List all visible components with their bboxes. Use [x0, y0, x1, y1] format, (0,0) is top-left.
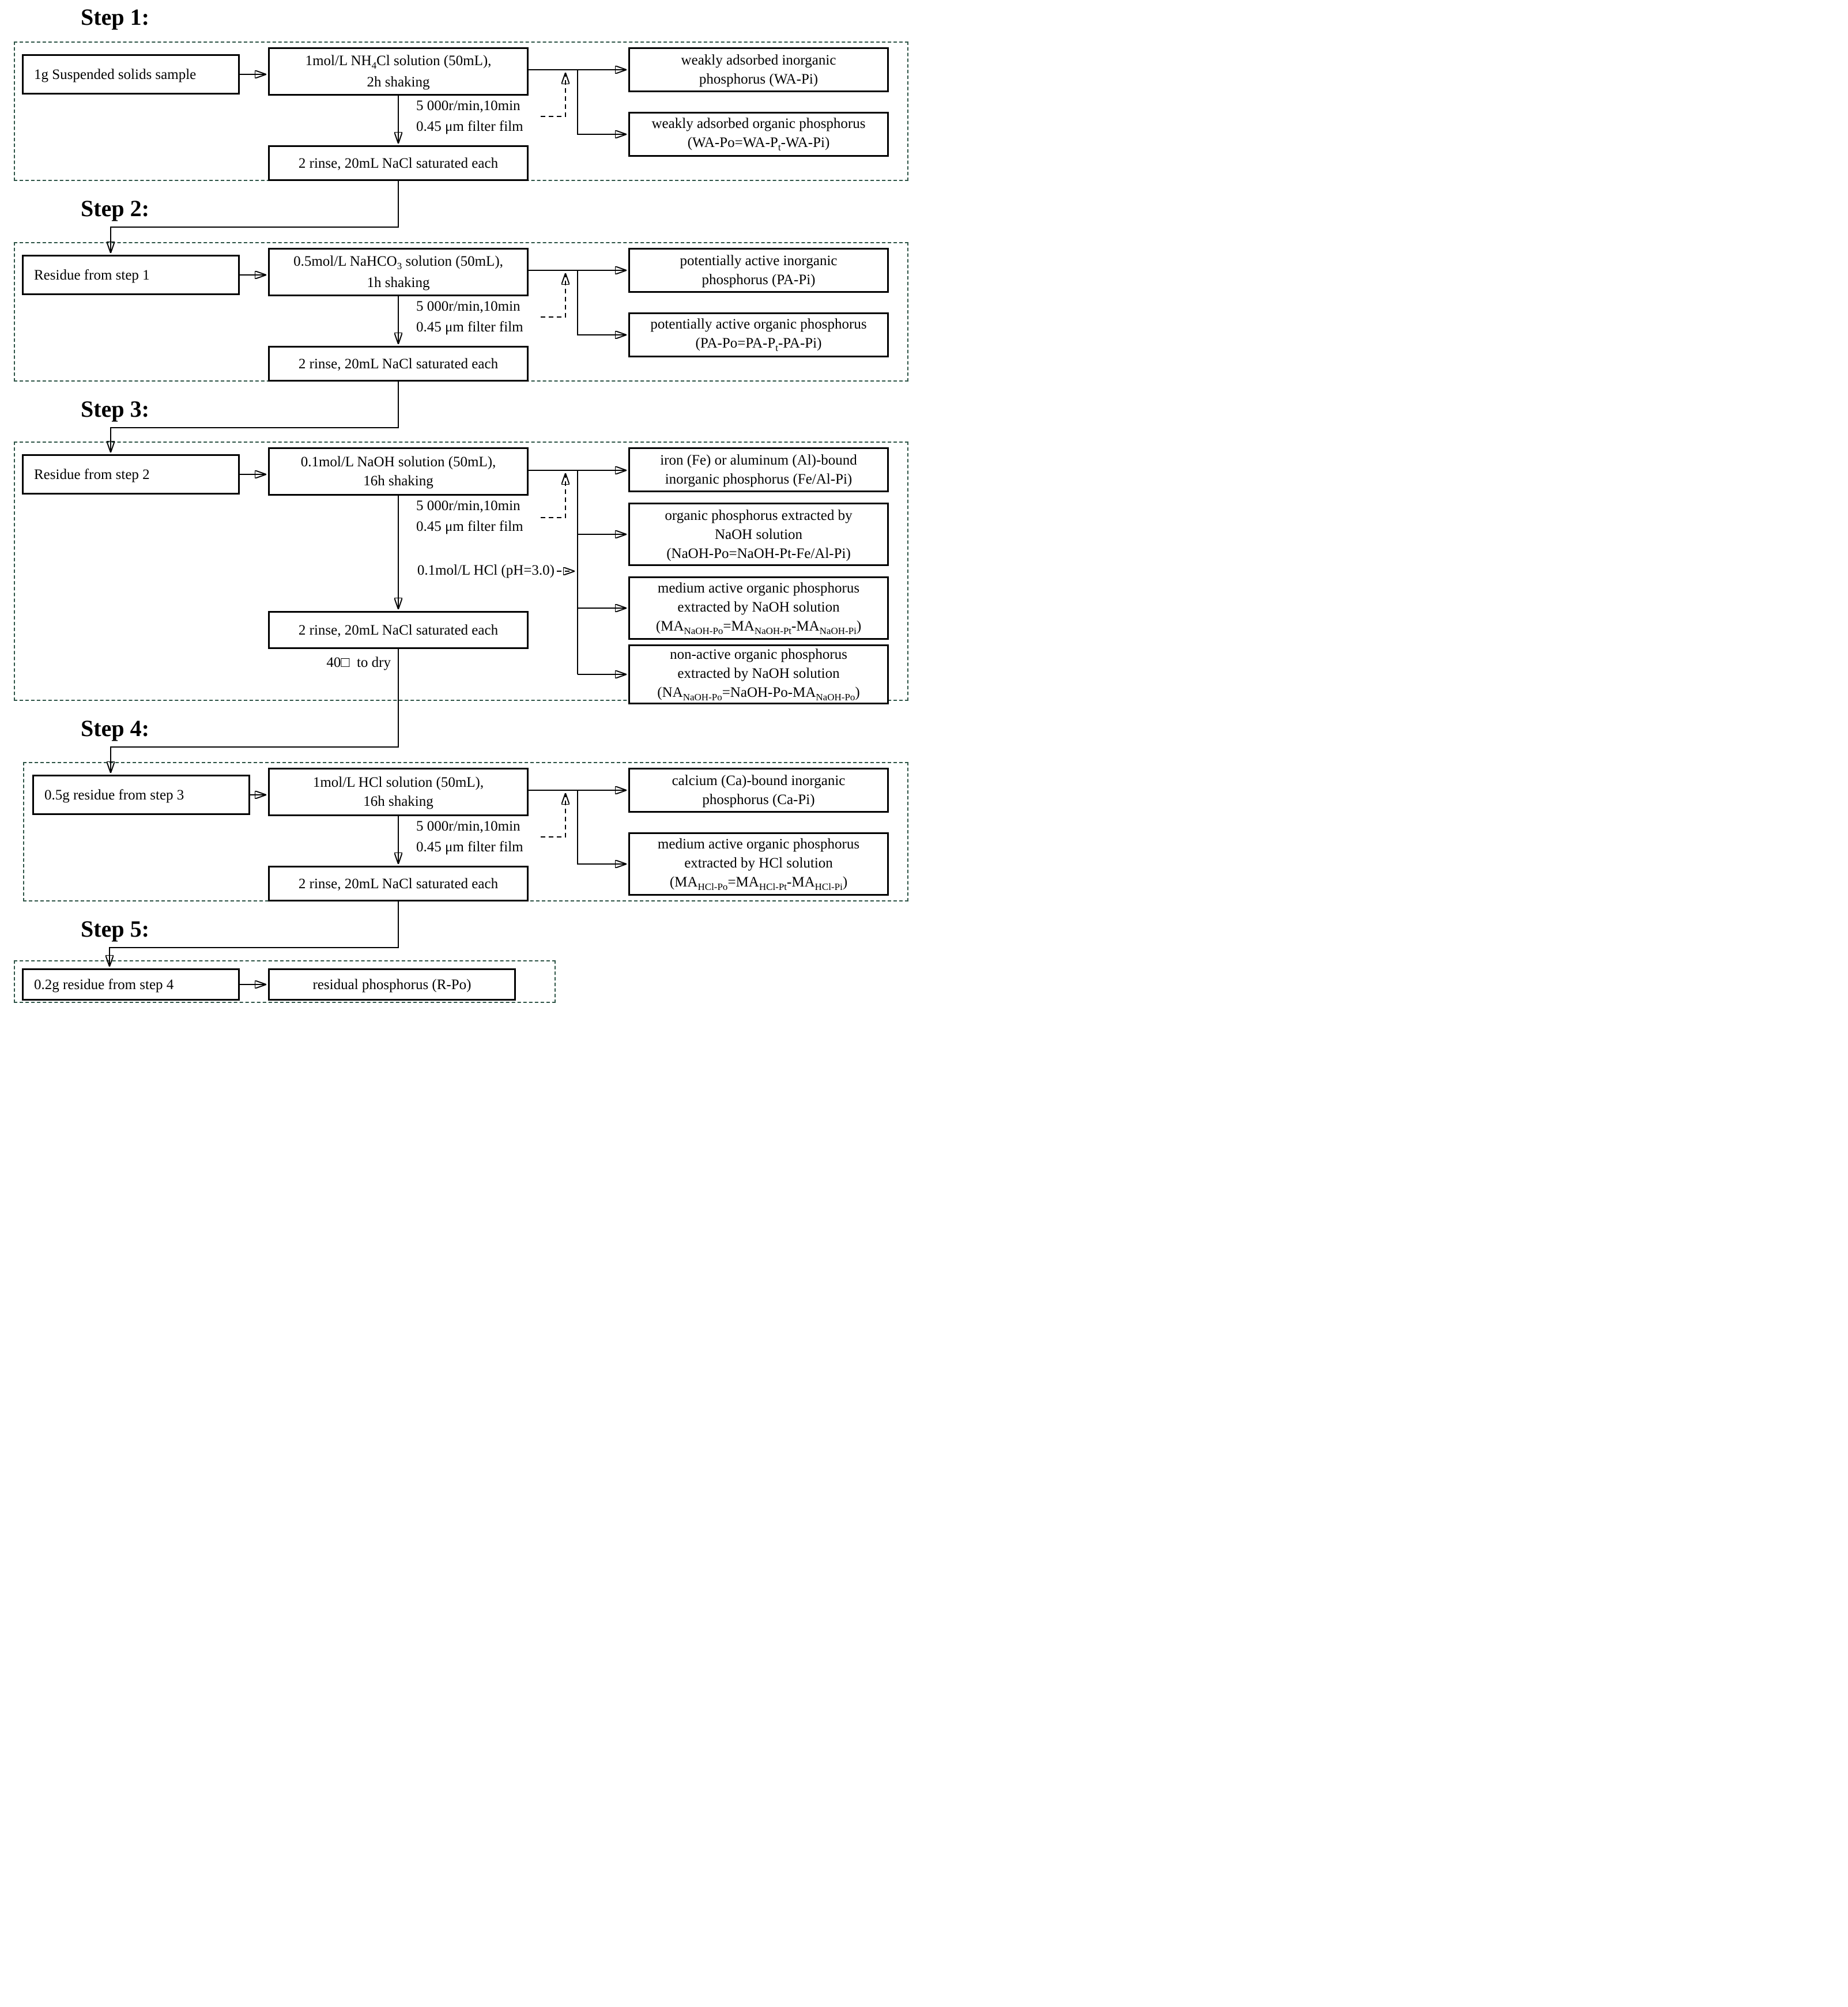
step-1-centrifuge-note-line-2: 0.45 μm filter film — [416, 119, 523, 134]
step-2-centrifuge-note-line-2: 0.45 μm filter film — [416, 319, 523, 335]
step-4-output-ca-pi-line-1: calcium (Ca)-bound inorganic — [672, 773, 846, 789]
step-3-output-na-naoh-po-line-3: (NANaOH-Po=NaOH-Po-MANaOH-Po) — [657, 684, 860, 703]
step-3-output-fe-al-pi-line-2: inorganic phosphorus (Fe/Al-Pi) — [665, 471, 853, 487]
step-1-output-wa-pi-line-2: phosphorus (WA-Pi) — [699, 71, 819, 87]
step-3-output-ma-naoh-po-line-3: (MANaOH-Po=MANaOH-Pt-MANaOH-Pi) — [655, 618, 862, 636]
step-4-output-ma-hcl-po-box: medium active organic phosphorus extract… — [628, 832, 889, 896]
step-1-output-wa-po-line-1: weakly adsorbed organic phosphorus — [651, 116, 866, 132]
step-3-output-ma-naoh-po-box: medium active organic phosphorus extract… — [628, 576, 889, 640]
step-3-solution-line-2: 16h shaking — [363, 473, 433, 489]
step-1-output-wa-po-box: weakly adsorbed organic phosphorus (WA-P… — [628, 112, 889, 157]
step-1-solution-box: 1mol/L NH4Cl solution (50mL), 2h shaking — [268, 47, 529, 96]
step-2-rinse-box: 2 rinse, 20mL NaCl saturated each — [268, 346, 529, 382]
step-5-output-r-po-text: residual phosphorus (R-Po) — [312, 976, 472, 993]
step-3-centrifuge-note-line-2: 0.45 μm filter film — [416, 519, 523, 534]
step-5-input-box: 0.2g residue from step 4 — [22, 968, 240, 1001]
step-3-input-text: Residue from step 2 — [34, 466, 150, 482]
step-1-solution-line-2: 2h shaking — [367, 74, 430, 90]
step-4-input-text: 0.5g residue from step 3 — [44, 787, 184, 803]
step-3-output-fe-al-pi-box: iron (Fe) or aluminum (Al)-bound inorgan… — [628, 447, 889, 492]
step-1-label: Step 1: — [81, 4, 149, 30]
step-2-input-text: Residue from step 1 — [34, 267, 150, 283]
step-4-centrifuge-note-line-1: 5 000r/min,10min — [416, 818, 521, 834]
step-3-output-ma-naoh-po-line-2: extracted by NaOH solution — [677, 599, 840, 615]
step-1-input-text: 1g Suspended solids sample — [34, 66, 197, 82]
step-3-solution-box: 0.1mol/L NaOH solution (50mL), 16h shaki… — [268, 447, 529, 496]
step-3-container — [14, 442, 908, 701]
step-4-output-ma-hcl-po-line-2: extracted by HCl solution — [684, 855, 833, 871]
step-3-label: Step 3: — [81, 396, 149, 422]
step-2-output-pa-pi-line-2: phosphorus (PA-Pi) — [702, 272, 816, 288]
step-3-output-naoh-po-line-2: NaOH solution — [714, 526, 803, 542]
step-1-input-box: 1g Suspended solids sample — [22, 54, 240, 95]
step-4-input-box: 0.5g residue from step 3 — [32, 775, 250, 815]
step-1-output-wa-po-line-2: (WA-Po=WA-Pt-WA-Pi) — [687, 135, 830, 153]
step-4-to-step-5-connector — [110, 901, 399, 966]
step-4-output-ca-pi-box: calcium (Ca)-bound inorganic phosphorus … — [628, 768, 889, 813]
step-3-dry-note: 40□ to dry — [326, 655, 391, 670]
step-2-label: Step 2: — [81, 195, 149, 221]
step-3-output-naoh-po-line-1: organic phosphorus extracted by — [665, 507, 853, 523]
step-2-output-pa-po-box: potentially active organic phosphorus (P… — [628, 312, 889, 357]
step-4-rinse-box: 2 rinse, 20mL NaCl saturated each — [268, 866, 529, 901]
step-3-acidify-note: 0.1mol/L HCl (pH=3.0) — [417, 563, 555, 578]
step-3-output-na-naoh-po-line-2: extracted by NaOH solution — [677, 665, 840, 681]
step-2-output-pa-pi-box: potentially active inorganic phosphorus … — [628, 248, 889, 293]
step-4-centrifuge-note-line-2: 0.45 μm filter film — [416, 839, 523, 855]
step-4-rinse-text: 2 rinse, 20mL NaCl saturated each — [298, 876, 499, 892]
step-1-output-wa-pi-line-1: weakly adsorbed inorganic — [681, 52, 836, 68]
step-4-solution-box: 1mol/L HCl solution (50mL), 16h shaking — [268, 768, 529, 816]
step-2-input-box: Residue from step 1 — [22, 255, 240, 295]
step-3-rinse-text: 2 rinse, 20mL NaCl saturated each — [298, 622, 499, 638]
step-1-centrifuge-note-line-1: 5 000r/min,10min — [416, 98, 521, 114]
step-3-output-naoh-po-line-3: (NaOH-Po=NaOH-Pt-Fe/Al-Pi) — [666, 545, 851, 561]
step-2-output-pa-po-line-2: (PA-Po=PA-Pt-PA-Pi) — [695, 335, 822, 354]
step-5-input-text: 0.2g residue from step 4 — [34, 976, 174, 993]
step-2-solution-line-1: 0.5mol/L NaHCO3 solution (50mL), — [293, 254, 503, 272]
step-4-output-ma-hcl-po-line-1: medium active organic phosphorus — [657, 836, 860, 852]
step-2-solution-box: 0.5mol/L NaHCO3 solution (50mL), 1h shak… — [268, 248, 529, 296]
step-3-solution-line-1: 0.1mol/L NaOH solution (50mL), — [300, 454, 496, 470]
step-2-solution-line-2: 1h shaking — [367, 274, 430, 291]
step-3-input-box: Residue from step 2 — [22, 454, 240, 495]
step-4-solution-line-1: 1mol/L HCl solution (50mL), — [312, 775, 484, 790]
step-3-centrifuge-note-line-1: 5 000r/min,10min — [416, 498, 521, 514]
step-5-label: Step 5: — [81, 916, 149, 942]
step-4-solution-line-2: 16h shaking — [363, 794, 433, 809]
step-4-output-ca-pi-line-2: phosphorus (Ca-Pi) — [702, 792, 815, 808]
step-3-output-na-naoh-po-line-1: non-active organic phosphorus — [670, 646, 847, 662]
step-3-output-na-naoh-po-box: non-active organic phosphorus extracted … — [628, 644, 889, 704]
step-5-output-r-po-box: residual phosphorus (R-Po) — [268, 968, 516, 1001]
step-2-output-pa-po-line-1: potentially active organic phosphorus — [650, 316, 867, 333]
step-3-output-ma-naoh-po-line-1: medium active organic phosphorus — [657, 580, 860, 596]
step-2-rinse-text: 2 rinse, 20mL NaCl saturated each — [298, 356, 499, 372]
step-1-solution-line-1: 1mol/L NH4Cl solution (50mL), — [305, 53, 492, 71]
flowchart-canvas: Step 1: 1g Suspended solids sample 1mol/… — [0, 0, 924, 1004]
step-4-label: Step 4: — [81, 715, 149, 741]
step-3-output-fe-al-pi-line-1: iron (Fe) or aluminum (Al)-bound — [660, 452, 857, 468]
step-2-centrifuge-note-line-1: 5 000r/min,10min — [416, 299, 521, 314]
step-3-rinse-box: 2 rinse, 20mL NaCl saturated each — [268, 611, 529, 649]
step-4-output-ma-hcl-po-line-3: (MAHCl-Po=MAHCl-Pt-MAHCl-Pi) — [669, 874, 848, 892]
step-1-rinse-text: 2 rinse, 20mL NaCl saturated each — [298, 155, 499, 171]
step-1-rinse-box: 2 rinse, 20mL NaCl saturated each — [268, 145, 529, 181]
step-2-output-pa-pi-line-1: potentially active inorganic — [680, 253, 838, 269]
step-1-output-wa-pi-box: weakly adsorbed inorganic phosphorus (WA… — [628, 47, 889, 92]
step-3-output-naoh-po-box: organic phosphorus extracted by NaOH sol… — [628, 503, 889, 566]
